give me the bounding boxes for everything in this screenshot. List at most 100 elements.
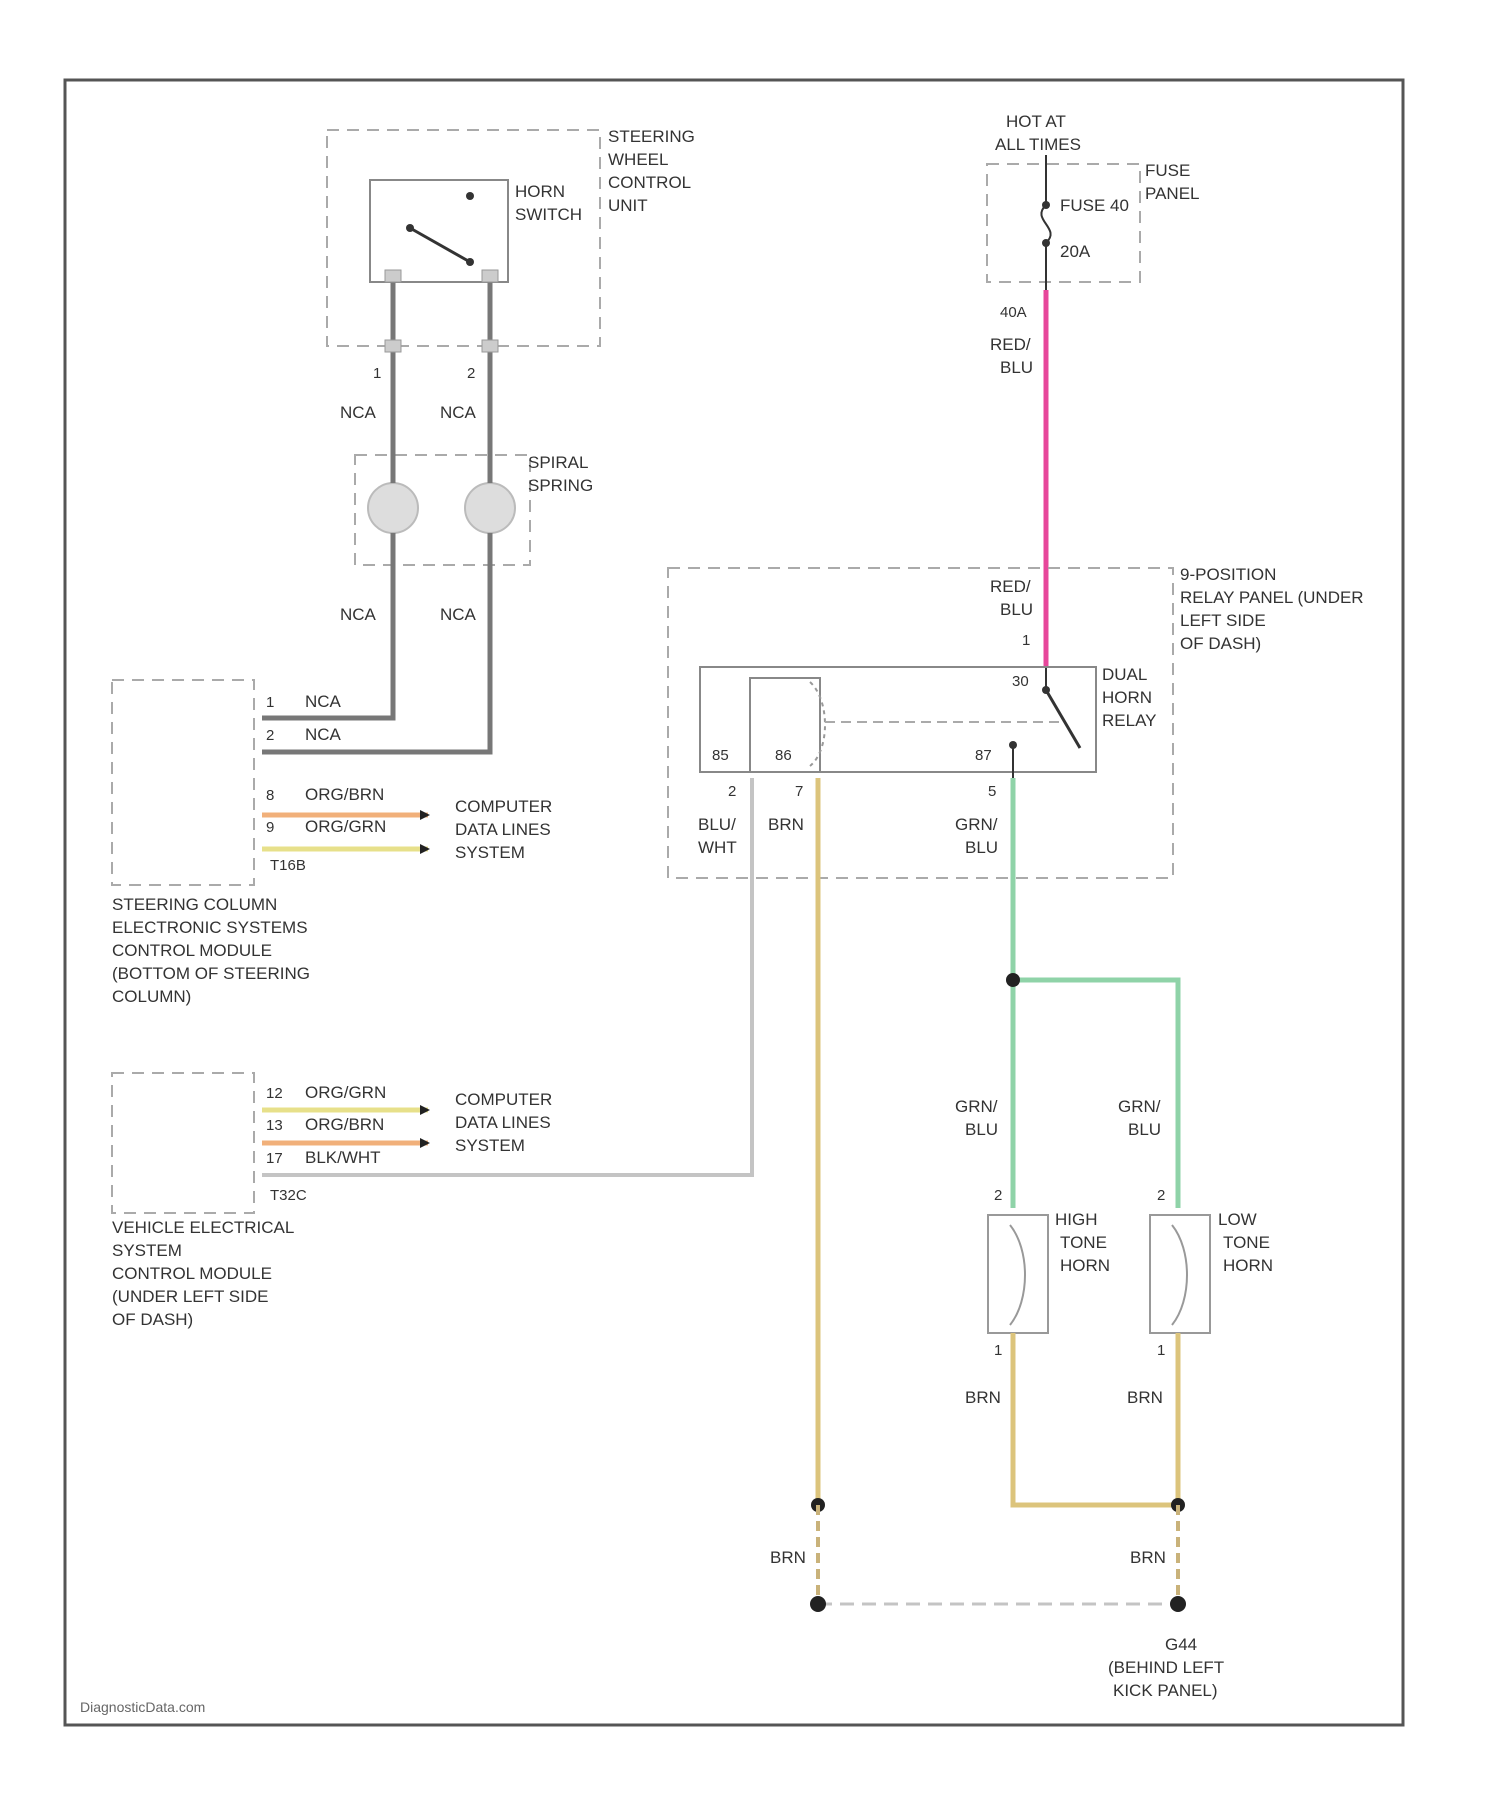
spiral-spring-label-2: SPRING	[528, 476, 593, 495]
high-horn-pin-top: 2	[994, 1187, 1002, 1204]
vehicle-data-lines-3: SYSTEM	[455, 1136, 525, 1155]
ground-wire-right-label: BRN	[1130, 1548, 1166, 1567]
relay-panel-label-4: OF DASH)	[1180, 634, 1261, 653]
relay-panel-label-2: RELAY PANEL (UNDER	[1180, 588, 1364, 607]
high-tone-horn: GRN/ BLU 2 HIGH TONE HORN 1 BRN	[955, 1097, 1110, 1407]
hot-at-all-times-2: ALL TIMES	[995, 135, 1081, 154]
fuse-panel-box	[987, 164, 1140, 282]
fuse-rating: 20A	[1060, 242, 1091, 261]
high-horn-pin-bottom: 1	[994, 1342, 1002, 1359]
relay-pin-in: 1	[1022, 632, 1030, 649]
fuse-panel-label-2: PANEL	[1145, 184, 1200, 203]
low-horn-pin-top: 2	[1157, 1187, 1165, 1204]
vehicle-module-box	[112, 1073, 254, 1213]
relay-pin-5: 5	[988, 783, 996, 800]
horn-ground-wire	[1013, 1333, 1178, 1505]
vehicle-label-5: OF DASH)	[112, 1310, 193, 1329]
relay-terminal-87: 87	[975, 747, 992, 764]
high-horn-wire-out: BRN	[965, 1388, 1001, 1407]
vehicle-pin-12: 12	[266, 1085, 283, 1102]
steering-wheel-unit-box	[327, 130, 600, 346]
steering-pin-2: 2	[467, 365, 475, 382]
relay-pin-7: 7	[795, 783, 803, 800]
wire-87-label-2: BLU	[965, 838, 998, 857]
relay-label-2: HORN	[1102, 688, 1152, 707]
steering-wire-2-label: NCA	[440, 403, 477, 422]
steering-wheel-unit-label-2: WHEEL	[608, 150, 668, 169]
high-horn-wire-in-2: BLU	[965, 1120, 998, 1139]
relay-panel-box	[668, 568, 1173, 878]
low-horn-wire-in-1: GRN/	[1118, 1097, 1161, 1116]
vehicle-pin-13: 13	[266, 1117, 283, 1134]
dual-horn-relay-box	[700, 667, 1096, 772]
relay-coil	[810, 682, 825, 766]
vehicle-label-3: CONTROL MODULE	[112, 1264, 272, 1283]
vehicle-connector: T32C	[270, 1187, 307, 1204]
fuse-name: FUSE 40	[1060, 196, 1129, 215]
low-tone-horn: GRN/ BLU 2 LOW TONE HORN 1 BRN	[1118, 1097, 1273, 1407]
relay-wire-in-1: RED/	[990, 577, 1031, 596]
high-horn-label-1: HIGH	[1055, 1210, 1098, 1229]
vehicle-wire-17: BLK/WHT	[305, 1148, 381, 1167]
column-label-4: (BOTTOM OF STEERING	[112, 964, 310, 983]
steering-wire-1-label: NCA	[340, 403, 377, 422]
high-horn-body	[988, 1215, 1048, 1333]
steering-wheel-unit-label-1: STEERING	[608, 127, 695, 146]
column-pin-9: 9	[266, 819, 274, 836]
relay-panel-label-1: 9-POSITION	[1180, 565, 1276, 584]
vehicle-label-4: (UNDER LEFT SIDE	[112, 1287, 269, 1306]
spiral-wire-1-label: NCA	[340, 605, 377, 624]
column-wire-9: ORG/GRN	[305, 817, 386, 836]
relay-label-3: RELAY	[1102, 711, 1157, 730]
relay-panel-label-3: LEFT SIDE	[1180, 611, 1266, 630]
credit-text: DiagnosticData.com	[80, 1699, 205, 1715]
steering-column-module: 1 NCA 2 NCA 8 ORG/BRN 9 ORG/GRN T16B COM…	[112, 680, 552, 1006]
grn-blu-wire	[1013, 778, 1178, 1208]
column-pin-1: 1	[266, 694, 274, 711]
vehicle-wire-12: ORG/GRN	[305, 1083, 386, 1102]
fuse-element	[1041, 205, 1050, 243]
horn-switch-pivot	[406, 224, 414, 232]
spiral-spring: SPIRAL SPRING NCA NCA	[340, 453, 593, 624]
steering-wheel-unit-label-3: CONTROL	[608, 173, 691, 192]
high-horn-wire-in-1: GRN/	[955, 1097, 998, 1116]
column-pin-8: 8	[266, 787, 274, 804]
wire-85-label-2: WHT	[698, 838, 737, 857]
hot-at-all-times-1: HOT AT	[1006, 112, 1066, 131]
column-connector: T16B	[270, 857, 306, 874]
fuse-wire-label-1: RED/	[990, 335, 1031, 354]
horn-switch-label-1: HORN	[515, 182, 565, 201]
vehicle-data-lines-1: COMPUTER	[455, 1090, 552, 1109]
wire-85-label-1: BLU/	[698, 815, 736, 834]
steering-wheel-unit-label-4: UNIT	[608, 196, 648, 215]
ground-point-right	[1170, 1596, 1186, 1612]
spiral-wire-2-label: NCA	[440, 605, 477, 624]
relay-label-1: DUAL	[1102, 665, 1147, 684]
wire-87-label-1: GRN/	[955, 815, 998, 834]
column-label-5: COLUMN)	[112, 987, 191, 1006]
fuse-wire-label-2: BLU	[1000, 358, 1033, 377]
fuse-pin: 40A	[1000, 304, 1027, 321]
relay-terminal-85: 85	[712, 747, 729, 764]
low-horn-label-2: TONE	[1223, 1233, 1270, 1252]
column-label-3: CONTROL MODULE	[112, 941, 272, 960]
ground-label-1: G44	[1165, 1635, 1197, 1654]
vehicle-wire-13: ORG/BRN	[305, 1115, 384, 1134]
column-wire-8: ORG/BRN	[305, 785, 384, 804]
fuse-panel-label-1: FUSE	[1145, 161, 1190, 180]
low-horn-pin-bottom: 1	[1157, 1342, 1165, 1359]
column-data-lines-3: SYSTEM	[455, 843, 525, 862]
ground-wire-left-label: BRN	[770, 1548, 806, 1567]
low-horn-wire-in-2: BLU	[1128, 1120, 1161, 1139]
low-horn-body	[1150, 1215, 1210, 1333]
vehicle-electrical-module: 12 ORG/GRN 13 ORG/BRN 17 BLK/WHT T32C CO…	[112, 778, 752, 1329]
ground-label-3: KICK PANEL)	[1113, 1681, 1218, 1700]
low-horn-label-1: LOW	[1218, 1210, 1257, 1229]
column-wire-2: NCA	[305, 725, 342, 744]
horn-switch-terminal-2	[466, 258, 474, 266]
low-horn-label-3: HORN	[1223, 1256, 1273, 1275]
column-pin-2: 2	[266, 727, 274, 744]
spiral-spring-label-1: SPIRAL	[528, 453, 588, 472]
ground-label-2: (BEHIND LEFT	[1108, 1658, 1224, 1677]
